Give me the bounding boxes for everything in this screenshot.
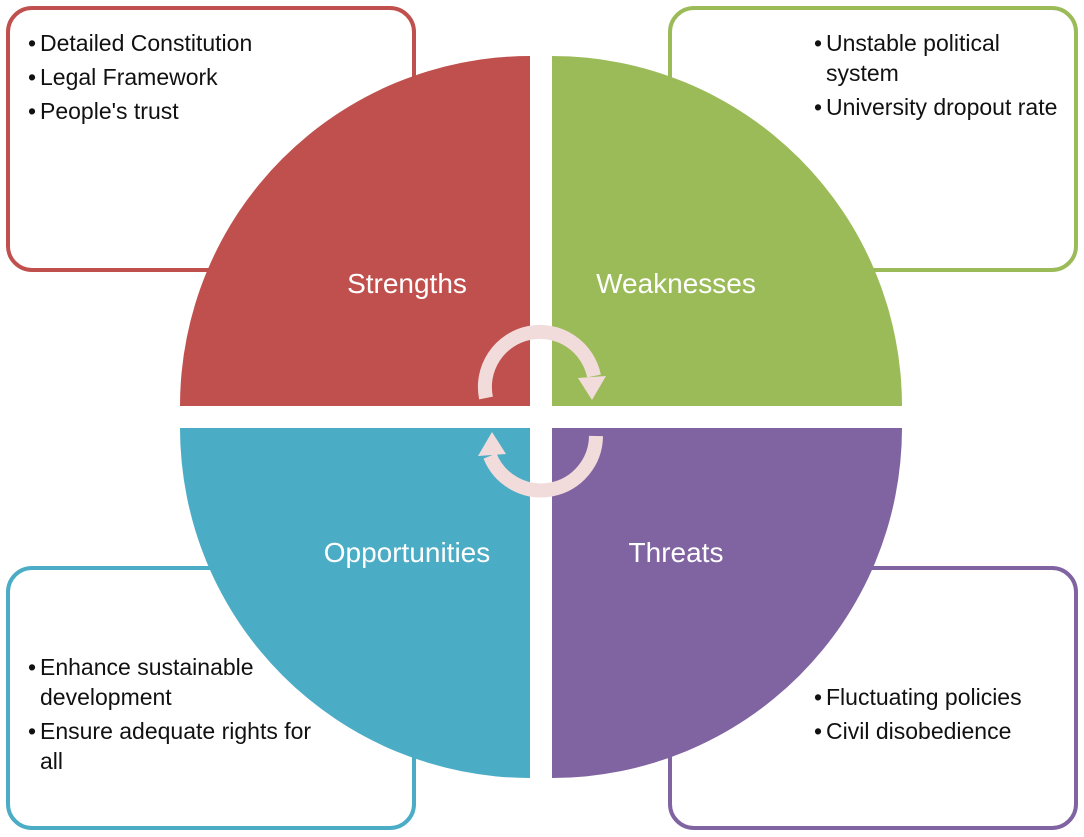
threats-label: Threats xyxy=(629,537,724,568)
weaknesses-label: Weaknesses xyxy=(596,268,756,299)
list-item: University dropout rate xyxy=(814,92,1064,122)
opportunities-list: Enhance sustainable development Ensure a… xyxy=(28,652,328,780)
weaknesses-quadrant xyxy=(552,56,902,406)
list-item: Unstable political system xyxy=(814,28,1064,88)
strengths-list: Detailed Constitution Legal Framework Pe… xyxy=(28,28,252,130)
strengths-label: Strengths xyxy=(347,268,467,299)
threats-list: Fluctuating policies Civil disobedience xyxy=(814,682,1064,750)
list-item: Enhance sustainable development xyxy=(28,652,328,712)
list-item: Legal Framework xyxy=(28,62,252,92)
opportunities-label: Opportunities xyxy=(324,537,491,568)
list-item: Civil disobedience xyxy=(814,716,1064,746)
threats-quadrant xyxy=(552,428,902,778)
opportunities-quadrant xyxy=(180,428,530,778)
list-item: People's trust xyxy=(28,96,252,126)
cycle-arrow-bottom-icon xyxy=(478,432,603,498)
list-item: Ensure adequate rights for all xyxy=(28,716,328,776)
weaknesses-list: Unstable political system University dro… xyxy=(814,28,1064,126)
list-item: Fluctuating policies xyxy=(814,682,1064,712)
cycle-arrow-top-icon xyxy=(477,324,606,400)
list-item: Detailed Constitution xyxy=(28,28,252,58)
strengths-quadrant xyxy=(180,56,530,406)
